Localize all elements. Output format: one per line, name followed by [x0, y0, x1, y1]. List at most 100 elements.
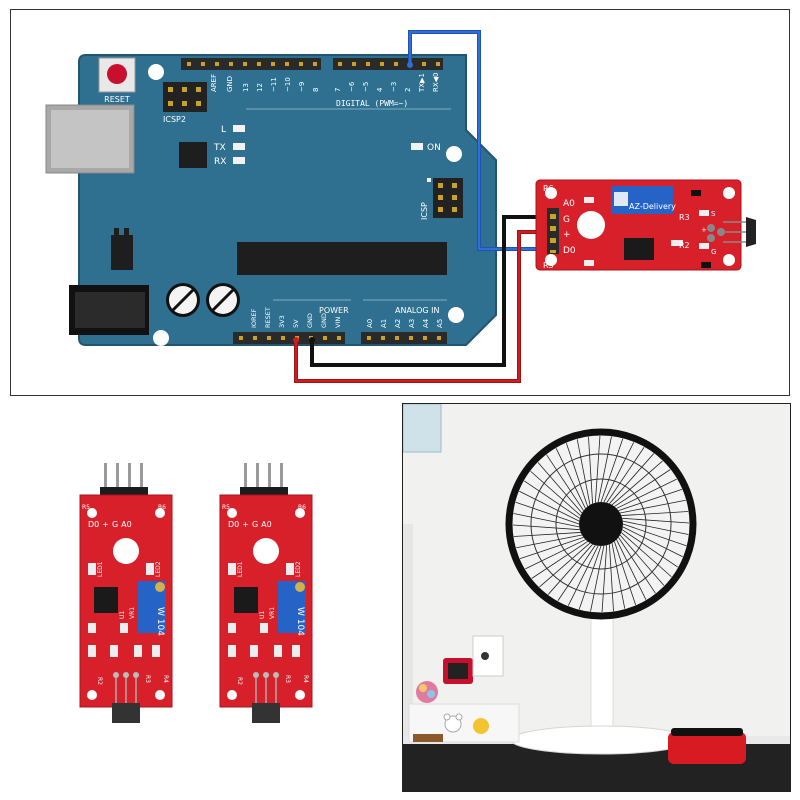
fan-grille-wire	[576, 439, 591, 506]
fan-grille-wire	[557, 545, 596, 601]
board-trimmer-label: W 104	[155, 607, 165, 636]
fan-grille-wire	[525, 539, 586, 570]
capacitor	[166, 283, 200, 317]
fan-grille-wire	[588, 436, 593, 504]
fan-grille-wire	[618, 537, 656, 594]
board-r6: R6	[298, 504, 306, 511]
icsp2-header	[163, 82, 207, 112]
analog-pin-label: A4	[422, 318, 430, 328]
digital-pin-label: ~5	[362, 82, 370, 92]
led-on	[411, 143, 423, 150]
digital-pin-label: 4	[376, 87, 384, 92]
digital-pin-label: ~11	[270, 77, 278, 92]
power-header	[233, 332, 345, 344]
fan-grille-wire	[622, 523, 687, 547]
board-r6: R6	[158, 504, 166, 511]
fan-grille-wire	[621, 511, 689, 516]
analog-pin-label: A3	[408, 319, 416, 328]
header-pin	[215, 62, 219, 66]
fan-grille-wire	[512, 524, 580, 531]
header-pin	[337, 336, 341, 340]
led-l	[233, 125, 245, 132]
fan-grille-wire	[519, 537, 584, 560]
fan-grille-wire	[537, 462, 583, 514]
fan-grille-wire	[601, 545, 608, 613]
module-r5: R5	[543, 261, 554, 270]
fan-head	[505, 428, 697, 620]
led-rx	[233, 157, 245, 164]
toy-mouse	[444, 715, 462, 733]
header-pin	[323, 336, 327, 340]
header-pin	[201, 62, 205, 66]
header-pin	[395, 336, 399, 340]
fan-grille-wire	[594, 435, 601, 503]
header-pin	[299, 62, 303, 66]
fan-grille-wire	[614, 469, 671, 507]
header-pin	[366, 62, 370, 66]
module-pin-plus: +	[563, 230, 571, 240]
digital-label: DIGITAL (PWM=~)	[336, 99, 408, 108]
hall-sensor	[746, 217, 756, 247]
voltage-regulator	[111, 235, 133, 270]
board-led1: LED1	[97, 561, 104, 577]
power-label: POWER	[319, 306, 349, 315]
board-vr1: VR1	[129, 607, 136, 619]
red-sponge	[668, 732, 746, 764]
header-pin	[281, 336, 285, 340]
digital-pin-label: ~9	[298, 82, 306, 92]
module-r3: R3	[679, 213, 690, 222]
digital-pin-label: ~10	[284, 77, 292, 92]
fan-grille-wire	[513, 513, 580, 528]
mounting-hole	[446, 146, 462, 162]
digital-pin-label: ~6	[348, 81, 356, 92]
fan-base	[510, 725, 692, 755]
fan-photo	[403, 404, 790, 791]
reset-label: RESET	[104, 95, 130, 104]
analog-pin-label: A1	[380, 319, 388, 328]
fan-grille-wire	[565, 442, 588, 507]
fan-grille-wire	[590, 545, 605, 612]
board-r5: R5	[222, 504, 230, 511]
module-plus: +	[701, 226, 707, 234]
header-pin	[239, 336, 243, 340]
digital-pin-label: 12	[256, 83, 264, 92]
header-pin	[313, 62, 317, 66]
digital-pin-label: 2	[404, 88, 412, 92]
board-trimmer-label: W 104	[295, 607, 305, 636]
fan-grille-wire	[611, 460, 663, 506]
board-u1: U1	[119, 611, 126, 619]
gnd-label-top: GND	[226, 76, 234, 92]
fan-grille-wire	[515, 501, 580, 525]
led-l-label: L	[221, 125, 226, 135]
header-pin	[423, 336, 427, 340]
header-pin	[243, 62, 247, 66]
led-tx	[233, 143, 245, 150]
board-r5: R5	[82, 504, 90, 511]
fan-grille-wire	[531, 541, 588, 579]
board-led2: LED2	[155, 561, 162, 577]
module-g: G	[711, 248, 716, 256]
aref-label: AREF	[210, 74, 218, 92]
board-vr1: VR1	[269, 607, 276, 619]
led-tx-label: TX	[213, 143, 226, 153]
fan-grille-wire	[614, 541, 637, 606]
comparator-chip	[624, 238, 654, 260]
fan-grille-wire	[611, 542, 626, 609]
fan-grille-wire	[622, 526, 683, 558]
fan-photo-panel	[402, 403, 791, 792]
fan-grille-wire	[539, 542, 591, 588]
digital-pin-label: 13	[242, 83, 250, 92]
fan-grille-wire	[578, 545, 602, 610]
board-u1: U1	[259, 611, 266, 619]
header-pin	[437, 336, 441, 340]
header-pin	[422, 62, 426, 66]
header-pin	[257, 62, 261, 66]
power-pin-label: GND	[306, 313, 314, 328]
header-pin	[380, 62, 384, 66]
fan-grille-wire	[616, 478, 677, 509]
